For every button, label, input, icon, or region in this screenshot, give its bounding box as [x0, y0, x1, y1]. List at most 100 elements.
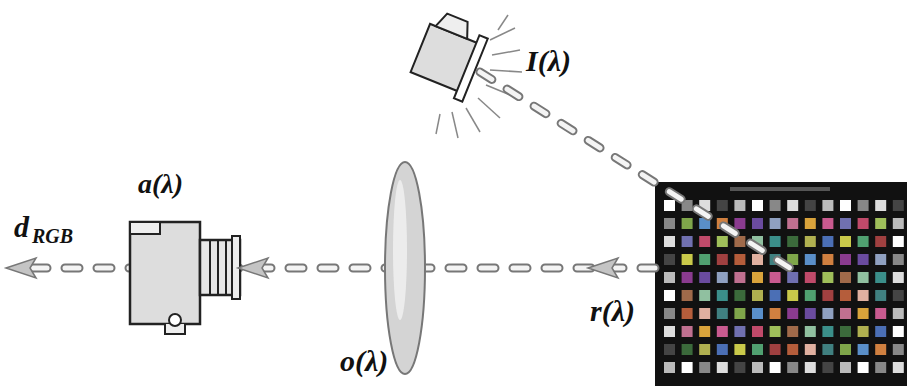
- chart-patch: [770, 272, 781, 283]
- chart-patch: [893, 362, 904, 373]
- chart-patch: [787, 272, 798, 283]
- chart-patch: [717, 344, 728, 355]
- chart-patch: [717, 308, 728, 319]
- chart-patch: [717, 326, 728, 337]
- chart-patch: [664, 326, 675, 337]
- chart-patch: [840, 290, 851, 301]
- chart-patch: [664, 362, 675, 373]
- chart-patch: [699, 308, 710, 319]
- optics-label: o(λ): [340, 346, 388, 376]
- chart-patch: [717, 200, 728, 211]
- chart-patch: [752, 200, 763, 211]
- chart-patch: [858, 290, 869, 301]
- chart-patch: [805, 200, 816, 211]
- chart-patch: [822, 362, 833, 373]
- chart-strip: [730, 187, 830, 191]
- chart-patch: [770, 236, 781, 247]
- chart-patch: [822, 308, 833, 319]
- chart-patch: [734, 326, 745, 337]
- chart-patch: [787, 326, 798, 337]
- chart-patch: [822, 200, 833, 211]
- chart-patch: [682, 290, 693, 301]
- chart-patch: [805, 218, 816, 229]
- chart-patch: [858, 362, 869, 373]
- chart-patch: [664, 344, 675, 355]
- chart-patch: [734, 362, 745, 373]
- chart-patch: [682, 254, 693, 265]
- chart-patch: [717, 236, 728, 247]
- chart-patch: [682, 362, 693, 373]
- color-chart: [655, 182, 907, 386]
- chart-patch: [787, 362, 798, 373]
- chart-patch: [752, 272, 763, 283]
- lens-highlight: [393, 180, 407, 320]
- chart-patch: [787, 344, 798, 355]
- chart-patch: [858, 254, 869, 265]
- chart-patch: [840, 218, 851, 229]
- chart-patch: [734, 272, 745, 283]
- chart-patch: [822, 326, 833, 337]
- chart-patch: [840, 308, 851, 319]
- chart-patch: [875, 254, 886, 265]
- chart-patch: [717, 290, 728, 301]
- chart-patch: [752, 308, 763, 319]
- chart-patch: [770, 308, 781, 319]
- chart-patch: [734, 308, 745, 319]
- chart-patch: [787, 200, 798, 211]
- chart-patch: [805, 290, 816, 301]
- chart-patch: [858, 200, 869, 211]
- lamp: [408, 9, 491, 102]
- chart-patch: [805, 308, 816, 319]
- chart-patch: [822, 290, 833, 301]
- chart-patch: [875, 344, 886, 355]
- chart-patch: [734, 344, 745, 355]
- arrowheads: [6, 258, 618, 278]
- chart-patch: [822, 236, 833, 247]
- chart-patch: [840, 362, 851, 373]
- chart-patch: [893, 326, 904, 337]
- chart-patch: [752, 290, 763, 301]
- chart-patch: [770, 290, 781, 301]
- chart-patch: [770, 200, 781, 211]
- chart-patch: [734, 200, 745, 211]
- camera-label: a(λ): [138, 170, 183, 198]
- chart-patch: [893, 308, 904, 319]
- chart-patch: [699, 326, 710, 337]
- chart-patch: [858, 218, 869, 229]
- chart-patch: [787, 308, 798, 319]
- chart-board: [655, 182, 907, 386]
- chart-patch: [752, 344, 763, 355]
- chart-patch: [699, 272, 710, 283]
- chart-patch: [805, 236, 816, 247]
- chart-patch: [734, 290, 745, 301]
- chart-patch: [770, 326, 781, 337]
- chart-patch: [840, 236, 851, 247]
- chart-patch: [875, 308, 886, 319]
- chart-patch: [699, 254, 710, 265]
- chart-patch: [840, 272, 851, 283]
- reflectance-label: r(λ): [590, 296, 635, 326]
- chart-patch: [664, 218, 675, 229]
- chart-patch: [717, 272, 728, 283]
- chart-patch: [893, 218, 904, 229]
- camera-top: [130, 222, 160, 234]
- incident-ray-fill: [480, 72, 790, 268]
- chart-patch: [664, 236, 675, 247]
- chart-patch: [893, 200, 904, 211]
- camera-body: [130, 222, 200, 324]
- chart-patch: [664, 254, 675, 265]
- chart-patch: [805, 254, 816, 265]
- chart-patch: [822, 272, 833, 283]
- chart-patch: [840, 326, 851, 337]
- chart-patch: [805, 272, 816, 283]
- chart-patch: [664, 308, 675, 319]
- illuminant-label: I(λ): [526, 46, 571, 76]
- chart-patch: [893, 272, 904, 283]
- chart-patch: [875, 236, 886, 247]
- chart-patch: [682, 308, 693, 319]
- chart-patch: [822, 254, 833, 265]
- chart-patch: [805, 326, 816, 337]
- chart-patch: [770, 344, 781, 355]
- chart-patch: [858, 236, 869, 247]
